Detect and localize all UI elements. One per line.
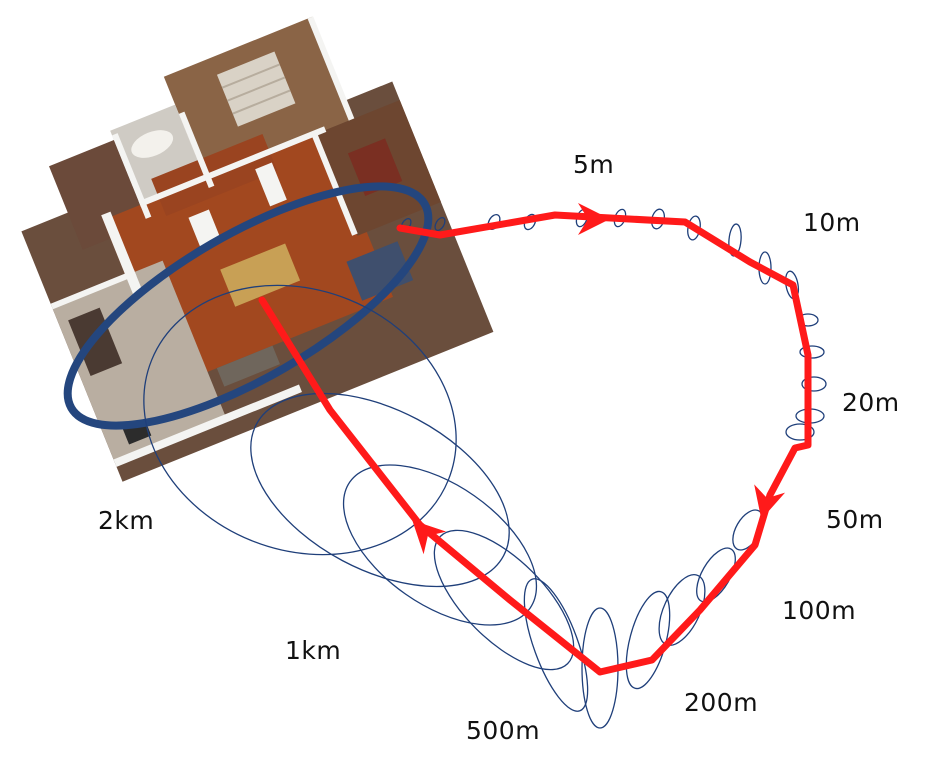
floorplan-bed-stripe <box>232 89 291 115</box>
uncertainty-ellipse <box>658 574 706 646</box>
uncertainty-ellipse <box>799 345 825 359</box>
floorplan-wall <box>178 111 215 189</box>
floorplan-bed-stripe <box>221 63 281 89</box>
floorplan-cabinet <box>216 345 280 387</box>
floorplan-tub <box>131 130 174 158</box>
floorplan-wall <box>113 384 302 467</box>
floorplan-wall <box>138 126 327 207</box>
triangle-arrow-icon <box>754 484 786 520</box>
floorplan-wall <box>101 211 145 299</box>
floorplan-wall <box>310 131 358 236</box>
label-20m: 20m <box>842 388 900 417</box>
label-1km: 1km <box>285 636 342 665</box>
uncertainty-ellipse <box>342 464 538 626</box>
uncertainty-ellipse <box>433 529 575 671</box>
uncertainty-ellipse <box>523 578 589 712</box>
label-10m: 10m <box>803 208 861 237</box>
floorplan-wall <box>50 269 137 310</box>
uncertainty-ellipse <box>143 284 457 556</box>
floorplan-wall <box>112 133 152 219</box>
floorplan-wall <box>255 162 287 207</box>
floorplan-bed-stripe <box>227 76 286 102</box>
uncertainty-ellipse <box>801 376 827 392</box>
label-200m: 200m <box>684 688 759 717</box>
label-5m: 5m <box>573 150 615 179</box>
trajectory-path <box>258 211 812 676</box>
uncertainty-ellipse <box>434 216 446 232</box>
floorplan-dining-table <box>347 138 403 197</box>
uncertainty-ellipse <box>785 423 815 441</box>
triangle-arrow-icon <box>578 203 610 235</box>
uncertainty-ellipse <box>250 392 510 588</box>
direction-arrows <box>412 203 786 555</box>
label-50m: 50m <box>826 505 884 534</box>
floorplan-wall <box>307 16 355 121</box>
label-500m: 500m <box>466 716 541 745</box>
triangle-arrow-icon <box>412 520 447 555</box>
floorplan-wall <box>188 209 221 248</box>
floorplan-island <box>220 243 301 307</box>
localization-highlight-ellipse <box>63 182 433 430</box>
label-100m: 100m <box>782 596 857 625</box>
label-2km: 2km <box>98 506 155 535</box>
